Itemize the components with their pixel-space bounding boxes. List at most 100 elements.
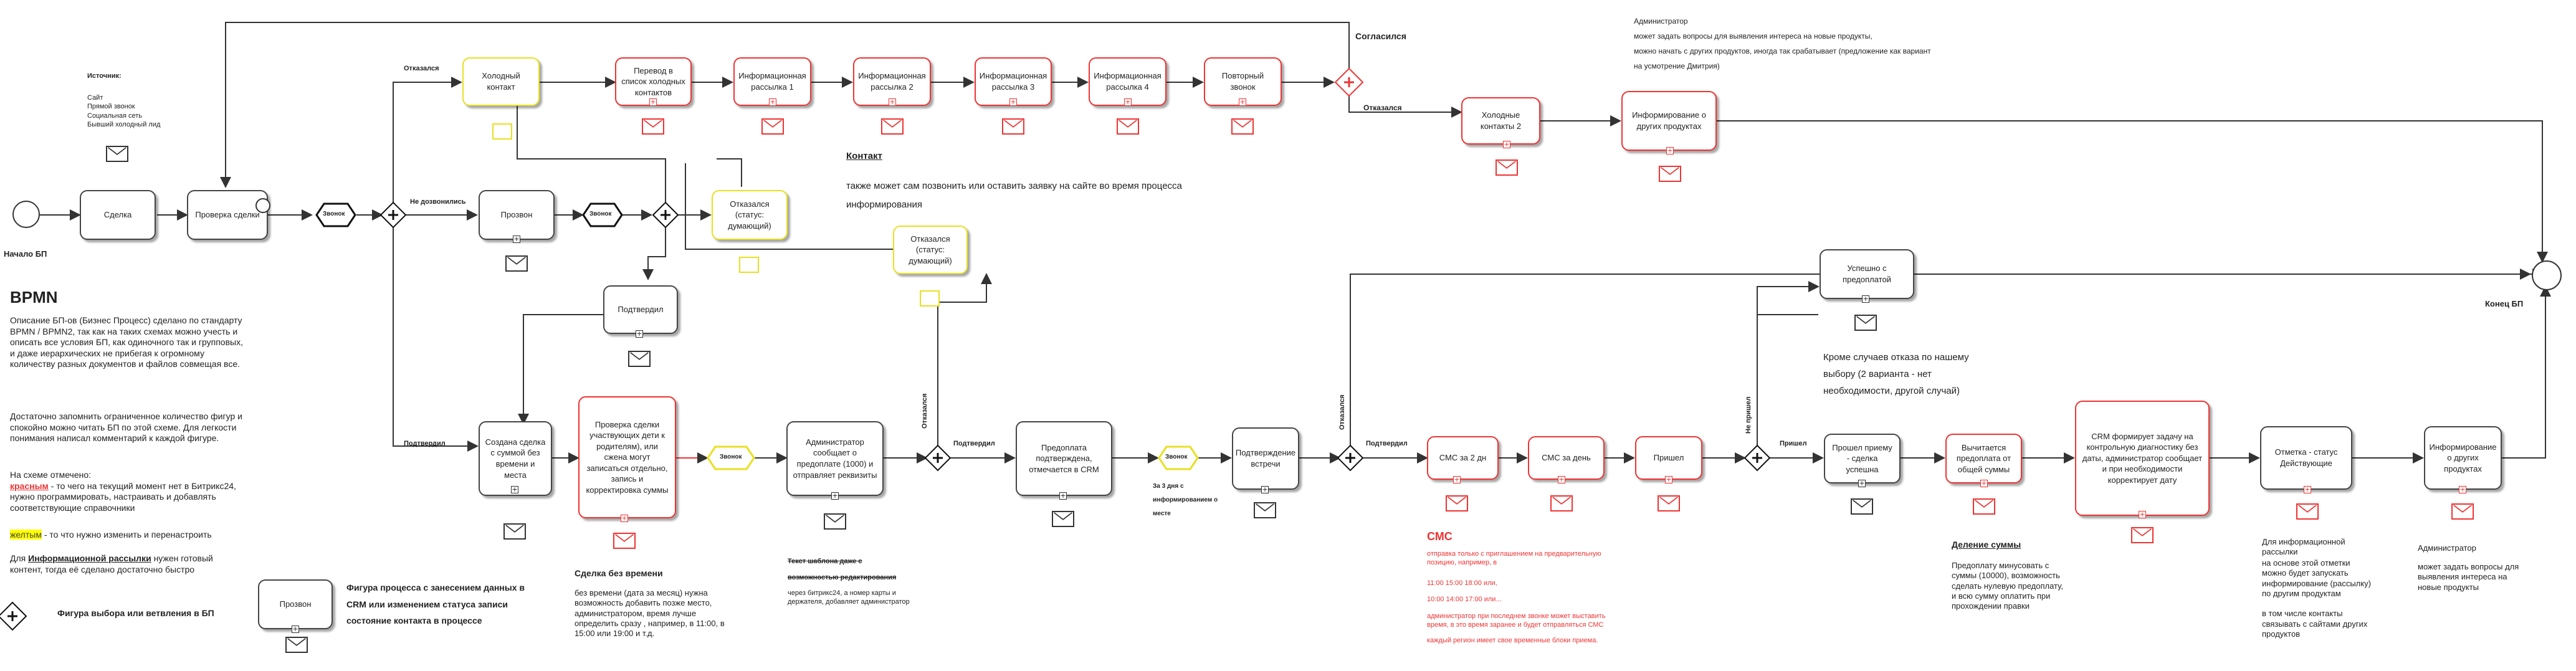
legend-figure-gate: Фигура выбора или ветвления в БП — [57, 608, 214, 618]
flow-label-no-answer: Не дозвонились — [410, 198, 466, 206]
timer-icon — [255, 198, 270, 213]
envelope-icon — [1550, 495, 1573, 512]
subprocess-marker: + — [511, 485, 518, 493]
confirmed-box: Подтвердил — [603, 285, 678, 334]
check-deal-label: Проверка сделки — [195, 210, 260, 220]
start-label: Начало БП — [4, 249, 47, 259]
flow-label-no-came: Не пришел — [1745, 396, 1752, 434]
sms-2d-box: СМС за 2 дн — [1427, 436, 1499, 480]
deal-created-box: Создана сделка с суммой без времени и ме… — [479, 421, 552, 496]
template-title: Текст шаблона даже с возможностью редакт… — [788, 558, 897, 582]
tag-icon — [492, 123, 512, 140]
deduct-text: Предоплату минусовать с суммы (10000), в… — [1952, 561, 2063, 611]
info-other2-box: Информирование о других продуктах — [2424, 426, 2502, 490]
subprocess-marker: + — [889, 98, 896, 106]
source-title: Источник: — [87, 72, 122, 80]
sms-1d-box: СМС за день — [1528, 436, 1605, 480]
crm-task-box: CRM формирует задачу на контрольную диаг… — [2075, 401, 2210, 516]
envelope-icon — [2296, 503, 2319, 520]
subprocess-marker: + — [1666, 146, 1674, 155]
flow-label-refused1: Отказался — [404, 65, 439, 72]
bpmn-title: BPMN — [10, 288, 58, 307]
tag-icon — [920, 290, 940, 307]
prepay-box: Предоплата подтверждена, отмечается в CR… — [1016, 421, 1112, 496]
cold-contact-box: Холодный контакт — [462, 57, 540, 106]
flow-label-confirmed: Подтвердил — [404, 440, 446, 447]
subprocess-marker: + — [649, 98, 657, 106]
flow-label-refused2: Отказался — [921, 393, 928, 429]
envelope-icon — [824, 513, 846, 530]
refused-think-box: Отказался (статус: думающий) — [712, 190, 788, 240]
info-note-text: на основе этой отметки можно будет запус… — [2262, 558, 2371, 639]
envelope-icon — [881, 118, 904, 135]
flow-label-agreed: Согласился — [1355, 31, 1406, 41]
info-other-box: Информирование о других продуктах — [1621, 91, 1717, 151]
flow-label-days-before: За 3 дня с информированием о месте — [1153, 483, 1218, 517]
subprocess-marker: + — [1059, 492, 1067, 500]
check-deal-box: Проверка сделки — [187, 190, 268, 240]
info-note-title: Для информационной рассылки — [2262, 537, 2345, 557]
envelope-icon — [1117, 118, 1139, 135]
subprocess-marker: + — [2459, 485, 2466, 493]
success-prepay-box: Успешно с предоплатой — [1820, 249, 1914, 299]
subprocess-marker: + — [1858, 479, 1866, 487]
template-text: через битрикс24, а номер карты и держате… — [788, 589, 910, 606]
subprocess-marker: + — [1261, 485, 1269, 493]
subprocess-marker: + — [621, 514, 628, 522]
bpmn-p4: желтым - то что нужно изменить и перенас… — [10, 530, 247, 541]
bpmn-p3-red: красным — [10, 480, 49, 491]
subprocess-marker: + — [1558, 475, 1565, 483]
sms-line1: отправка только с приглашением на предва… — [1427, 550, 1601, 567]
prozvon-box: Прозвон — [479, 190, 555, 240]
info4-box: Информационная рассылка 4 — [1089, 57, 1166, 106]
bpmn-p5-pre: Для — [10, 553, 29, 563]
sms-line4: администратор при последнем звонке может… — [1427, 612, 1606, 629]
sms-line5: каждый регион имеет свое временные блоки… — [1427, 637, 1598, 644]
gate-call4-label: Звонок — [1165, 454, 1188, 460]
bpmn-p5: Для Информационной рассылки нужен готовы… — [10, 553, 247, 575]
subprocess-marker: + — [831, 492, 839, 500]
confirm-meet-box: Подтверждение встречи — [1232, 427, 1299, 490]
envelope-icon — [1002, 118, 1024, 135]
admin2-title: Администратор — [2418, 543, 2476, 553]
flow-label-refused4: Отказался — [1363, 103, 1402, 112]
subprocess-marker: + — [1862, 295, 1869, 303]
refuse-note: Кроме случаев отказа по нашему выбору (2… — [1823, 352, 1969, 396]
envelope-icon — [613, 533, 636, 549]
sms-title: СМС — [1427, 530, 1453, 543]
check-deal2-box: Проверка сделки участвующих дети к родит… — [578, 396, 676, 518]
source-list: Сайт Прямой звонок Социальная сеть Бывши… — [87, 94, 161, 128]
came-box: Пришел — [1635, 436, 1702, 480]
envelope-icon — [1446, 495, 1468, 512]
envelope-icon — [1052, 511, 1074, 527]
bpmn-p3-pre: На схеме отмечено: — [10, 470, 92, 480]
envelope-icon — [2131, 527, 2154, 543]
deal-box: Сделка — [80, 190, 156, 240]
cold2-box: Холодные контакты 2 — [1461, 97, 1540, 145]
flow-label-confirmed2: Подтвердил — [953, 440, 995, 447]
envelope-icon — [285, 637, 308, 653]
subprocess-marker: + — [2304, 485, 2311, 493]
envelope-icon — [628, 351, 651, 367]
bpmn-p4-hl: желтым — [10, 530, 42, 540]
envelope-icon — [1973, 498, 1995, 515]
deal-no-time-title: Сделка без времени — [575, 568, 663, 578]
start-event — [12, 201, 40, 228]
envelope-icon — [1496, 159, 1518, 176]
end-event — [2532, 260, 2562, 290]
subprocess-marker: + — [1503, 140, 1510, 148]
bpmn-p5-post: нужен готовый контент, тогда её сделано … — [10, 553, 213, 574]
gate-call2-label: Звонок — [589, 211, 612, 217]
bpmn-p2: Достаточно запомнить ограниченное количе… — [10, 411, 242, 443]
subprocess-marker: + — [636, 330, 643, 338]
gate-call-label: Звонок — [323, 211, 345, 217]
subprocess-marker: + — [1009, 98, 1017, 106]
contact-note-text: также может сам позвонить или оставить з… — [846, 181, 1182, 210]
subprocess-marker: + — [292, 625, 299, 633]
envelope-icon — [761, 118, 784, 135]
bpmn-p3-post: - то чего на текущий момент нет в Битрик… — [10, 480, 236, 513]
sms-line3: 10:00 14:00 17:00 или... — [1427, 596, 1502, 603]
tag-icon — [739, 257, 759, 273]
